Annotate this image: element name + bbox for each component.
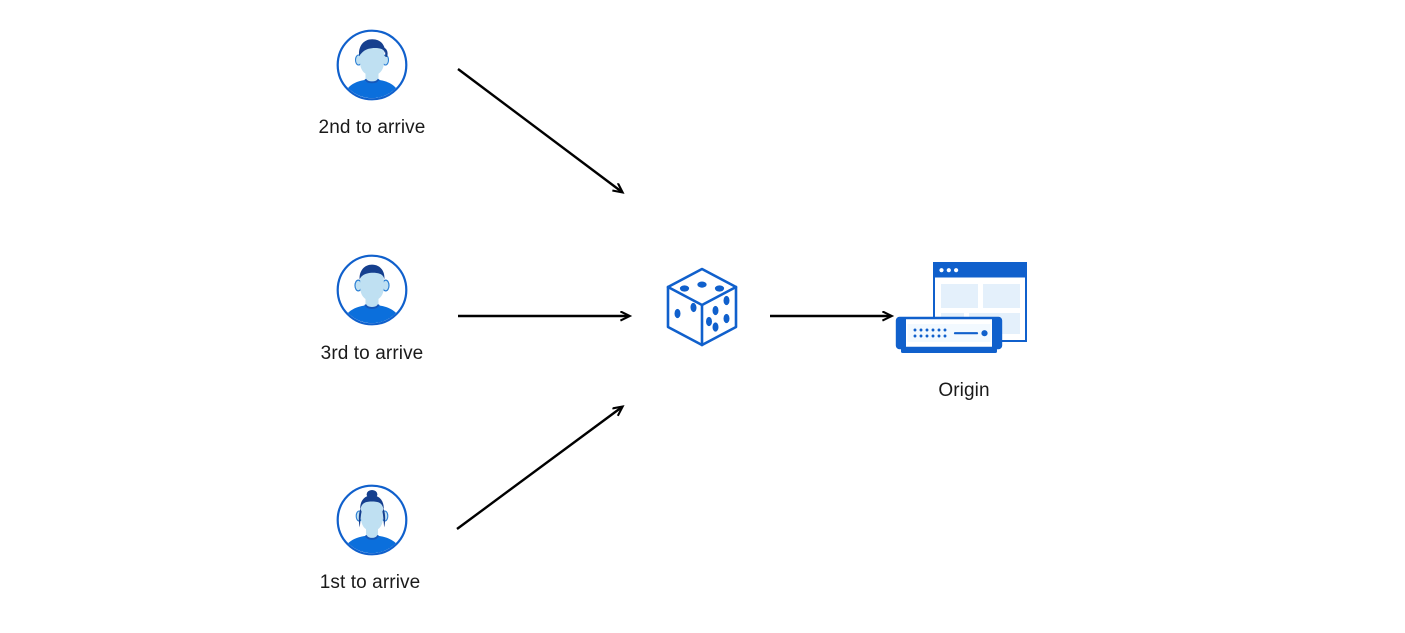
- user-1st-label: 1st to arrive: [319, 572, 421, 593]
- browser-titlebar-dots: [939, 268, 959, 273]
- origin-server-browser-icon: [893, 256, 1038, 361]
- user-avatar-female-bun-icon: [336, 484, 408, 556]
- dice-icon: [660, 265, 744, 349]
- user-avatar-male-ears-icon: [336, 254, 408, 326]
- user-2nd-label: 2nd to arrive: [318, 117, 426, 138]
- server-device: [895, 316, 1003, 353]
- arrow-1st-to-dice: [456, 407, 622, 530]
- dice-right-pips: [706, 295, 730, 332]
- user-3rd-label: 3rd to arrive: [320, 343, 424, 364]
- user-avatar-male-short-hair-icon: [336, 29, 408, 101]
- dice-left-pips: [674, 302, 697, 319]
- server-indicator-dots: [913, 328, 947, 338]
- origin-label: Origin: [938, 380, 990, 401]
- dice-top-pips: [679, 281, 725, 292]
